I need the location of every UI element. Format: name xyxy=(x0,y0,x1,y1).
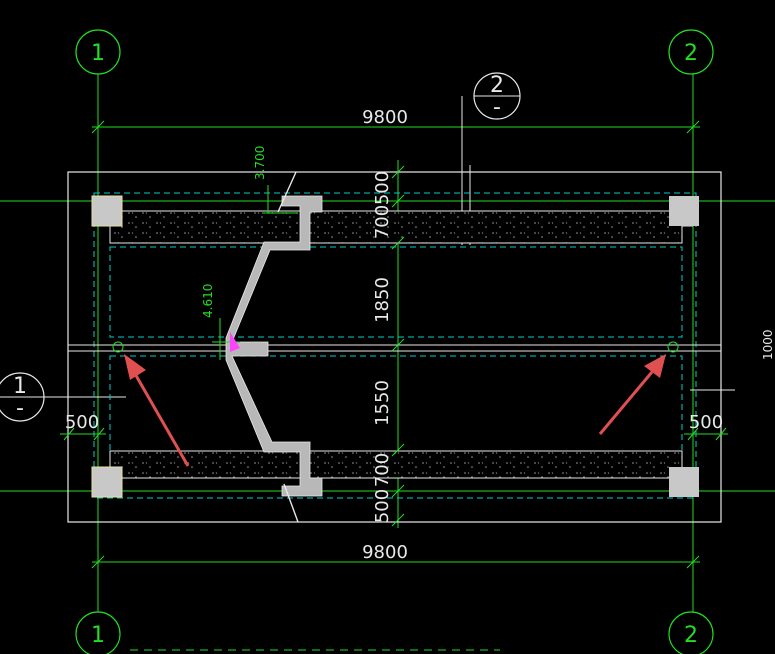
axis-2-top-label: 2 xyxy=(684,41,698,66)
section-mark-2-num: 2 xyxy=(490,73,504,98)
section-mark-2-dash: - xyxy=(493,95,501,120)
dim-top-label: 9800 xyxy=(362,107,408,128)
axis-lines xyxy=(0,74,775,612)
dim-left-500 xyxy=(60,427,106,441)
dim-right-500 xyxy=(684,427,728,441)
column-top-left xyxy=(91,195,123,227)
section-profile xyxy=(225,195,323,497)
elev-lower-label: 4.610 xyxy=(201,284,215,318)
section-mark-1-dash: - xyxy=(16,396,24,421)
column-top-right xyxy=(669,196,699,226)
right-edge-cut-text: 1000 xyxy=(761,329,775,360)
red-arrow-left xyxy=(124,354,190,467)
dim-500-top: 500 xyxy=(372,171,393,205)
axis-1-bottom-label: 1 xyxy=(91,623,105,648)
dim-vertical-ticks xyxy=(391,165,405,527)
dim-700-bottom: 700 xyxy=(372,453,393,487)
magenta-marker xyxy=(230,332,240,352)
red-arrow-right xyxy=(598,354,666,435)
section-mark-1-num: 1 xyxy=(13,374,27,399)
column-bottom-left xyxy=(91,466,123,498)
section-mark-1: 1 - xyxy=(0,372,126,422)
dim-top-9800 xyxy=(91,120,700,134)
slab-strip-bottom xyxy=(109,450,683,479)
section-mark-2: 2 - xyxy=(461,72,521,245)
dim-1850: 1850 xyxy=(372,277,393,323)
dim-1550: 1550 xyxy=(372,380,393,426)
dim-left-500-label: 500 xyxy=(65,412,99,433)
axis-bubble-1-top: 1 xyxy=(75,29,121,75)
anchor-circle-right xyxy=(667,341,679,353)
dim-700-top: 700 xyxy=(372,205,393,239)
slab-band-lines xyxy=(68,225,721,479)
outer-outline xyxy=(67,171,722,523)
dim-right-500-label: 500 xyxy=(689,412,723,433)
axis-bubble-2-bottom: 2 xyxy=(668,611,714,654)
axis-bubble-1-bottom: 1 xyxy=(75,611,121,654)
elev-upper-label: 3.700 xyxy=(253,146,267,180)
dim-500-bottom: 500 xyxy=(372,489,393,523)
axis-bubble-2-top: 2 xyxy=(668,29,714,75)
break-lines xyxy=(277,171,299,523)
axis-1-top-label: 1 xyxy=(91,41,105,66)
anchor-circle-left xyxy=(112,341,124,353)
axis-2-bottom-label: 2 xyxy=(684,623,698,648)
dim-bottom-9800 xyxy=(91,555,700,569)
column-bottom-right xyxy=(669,467,699,497)
dim-bottom-label: 9800 xyxy=(362,542,408,563)
slab-strip-top xyxy=(109,210,683,244)
elev-marker-upper xyxy=(262,185,298,214)
